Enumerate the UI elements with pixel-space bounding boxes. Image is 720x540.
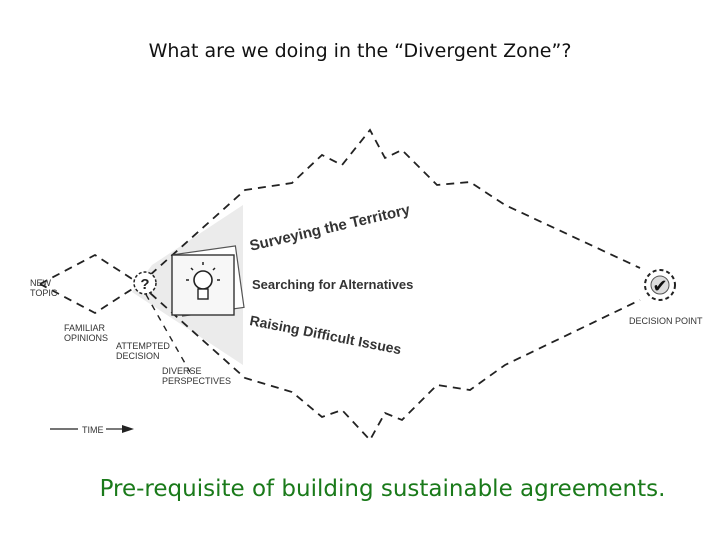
question-node <box>133 271 157 295</box>
attempted-decision-path <box>139 283 191 373</box>
caption: Pre-requisite of building sustainable ag… <box>99 476 666 502</box>
familiar-opinions-label: FAMILIAR OPINIONS <box>64 323 109 343</box>
time-label: TIME <box>82 425 104 435</box>
diverse-perspectives-label: DIVERSE PERSPECTIVES <box>162 366 232 386</box>
divergence-upper-path <box>139 128 641 285</box>
check-icon: ✔ <box>652 276 667 297</box>
new-topic-label: NEW TOPIC <box>30 278 58 298</box>
decision-point-label: DECISION POINT <box>629 316 703 326</box>
slide-title: What are we doing in the “Divergent Zone… <box>148 40 572 62</box>
time-arrow-head <box>122 425 134 433</box>
lightbulb-icon <box>171 245 245 317</box>
attempted-decision-label: ATTEMPTED DECISION <box>116 341 170 361</box>
question-mark: ? <box>140 276 149 293</box>
searching-alternatives-label: Searching for Alternatives <box>252 277 414 292</box>
